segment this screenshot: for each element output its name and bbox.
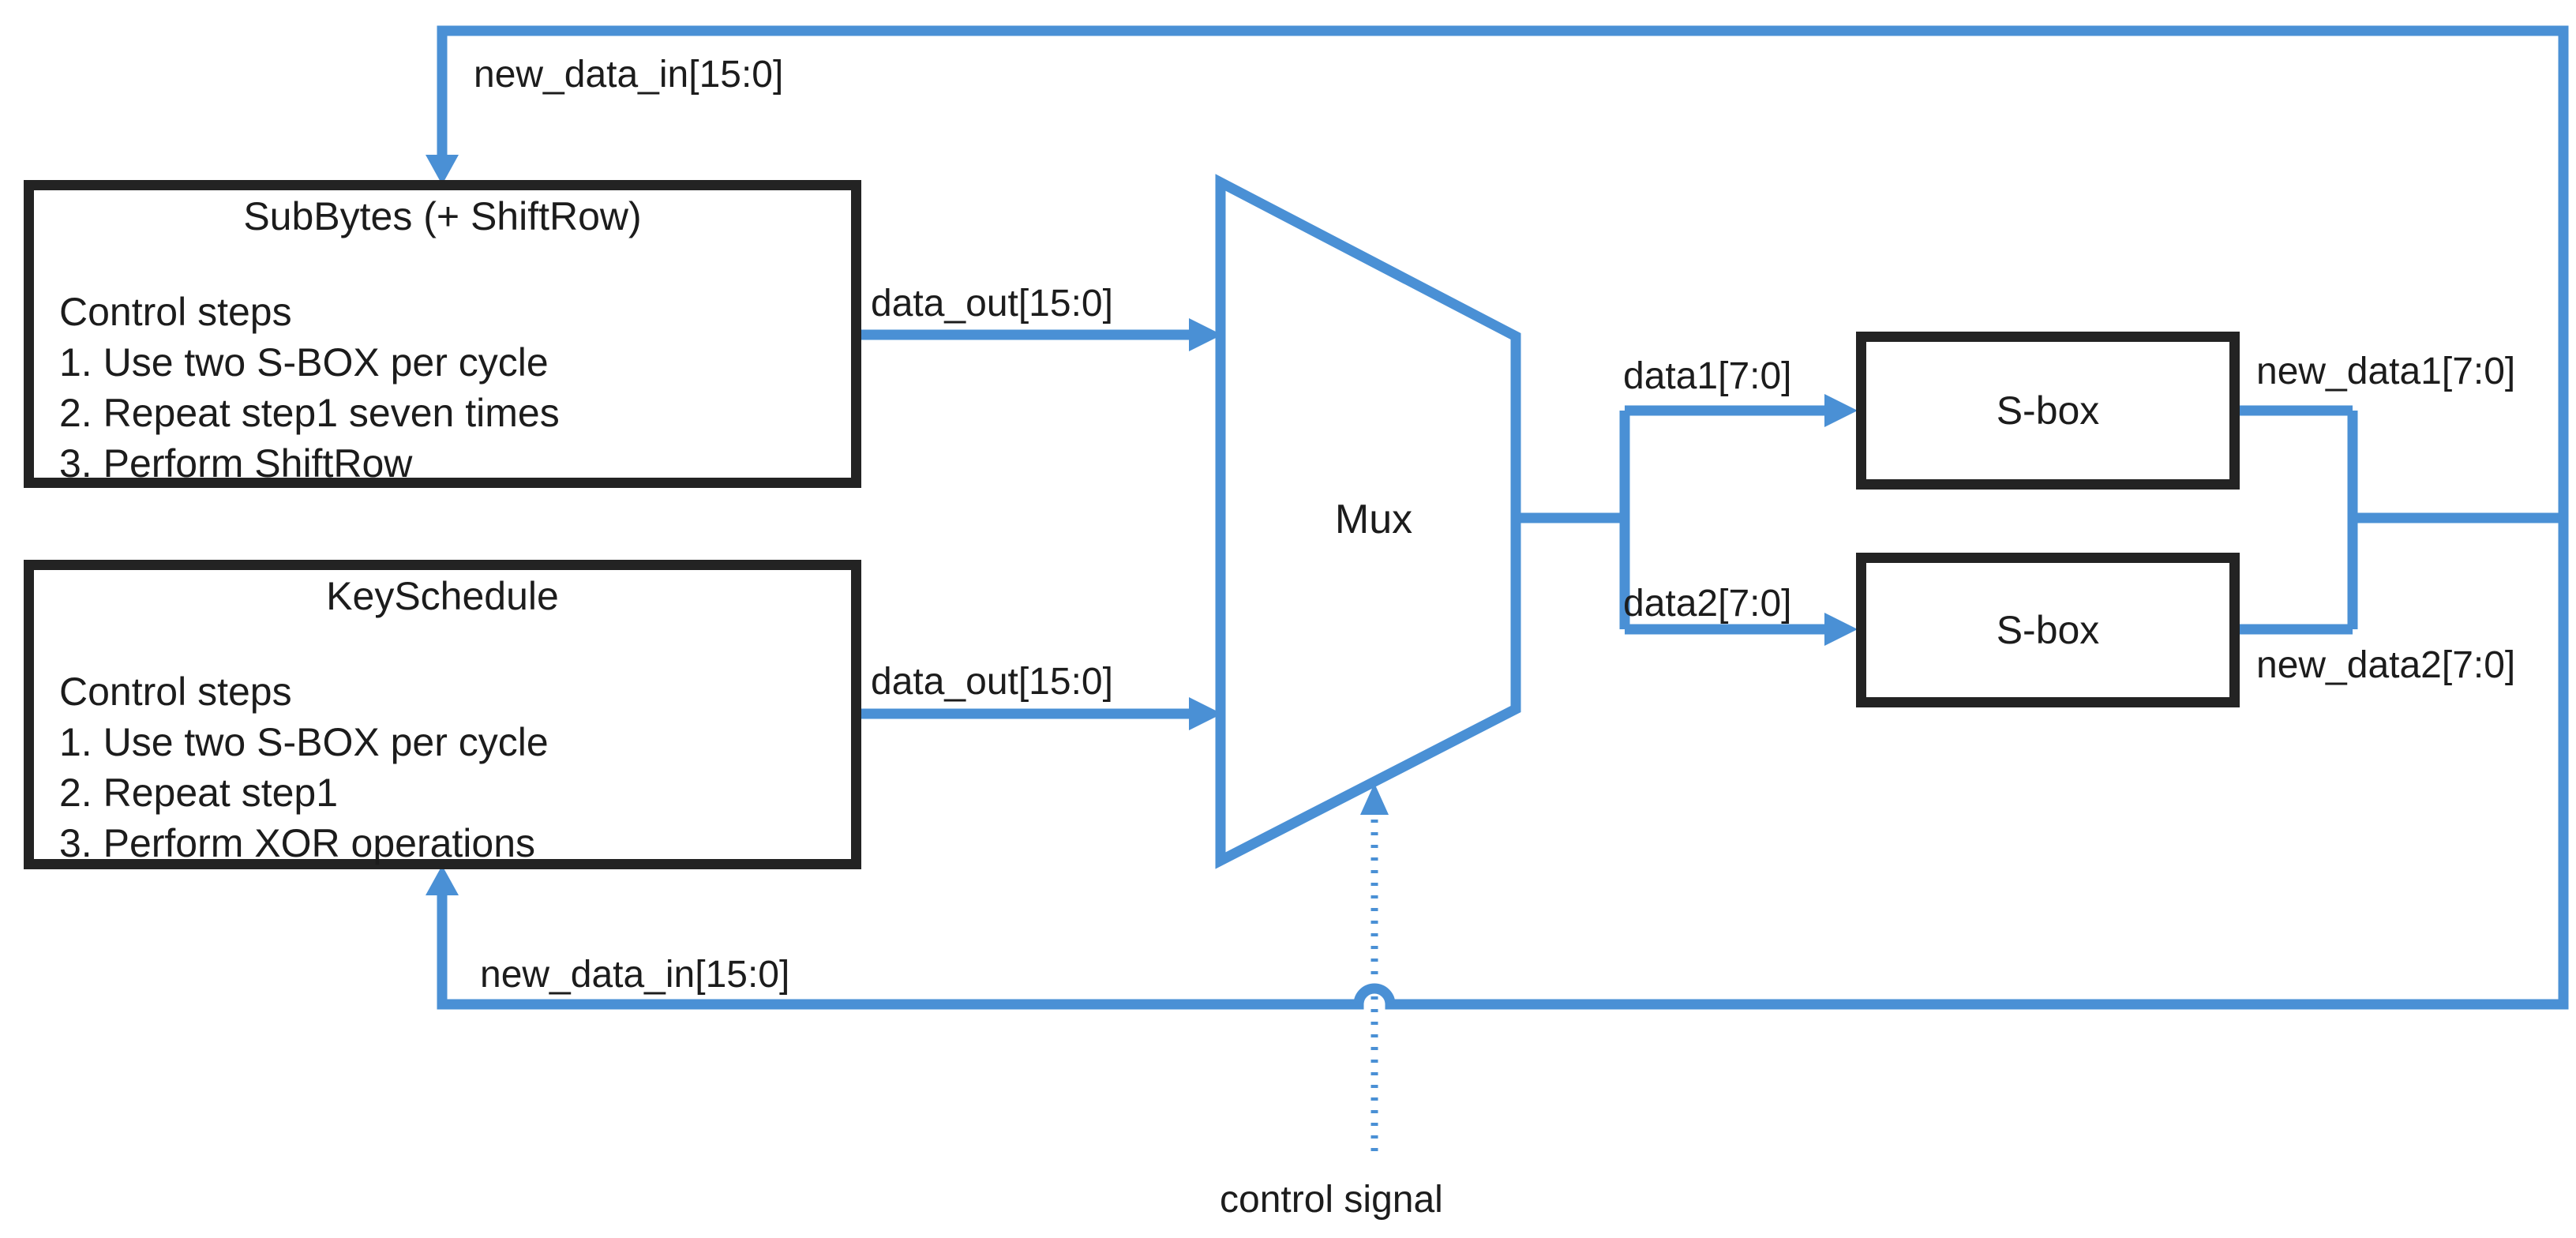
sbox-bottom-block: S-box [1856,553,2240,707]
arrowhead-control-signal [1360,783,1389,815]
keyschedule-steps: Control steps 1. Use two S-BOX per cycle… [34,666,851,868]
arrowhead-data1 [1824,394,1858,427]
feedback-loop-wire [437,25,2569,1010]
mux-shape [1215,174,1521,869]
keyschedule-step-line: 1. Use two S-BOX per cycle [59,720,549,764]
data-out-bottom-label: data_out[15:0] [871,661,1113,703]
arrowhead-data2 [1824,613,1858,646]
keyschedule-step-line: Control steps [59,670,292,714]
subbytes-steps: Control steps 1. Use two S-BOX per cycle… [34,287,851,489]
data-out-top-label: data_out[15:0] [871,283,1113,325]
new-data-in-top-label: new_data_in[15:0] [474,54,784,96]
new-data-in-bottom-label: new_data_in[15:0] [480,954,790,996]
subbytes-block: SubBytes (+ ShiftRow) Control steps 1. U… [24,180,861,488]
subbytes-step-line: 2. Repeat step1 seven times [59,391,560,435]
keyschedule-step-line: 3. Perform XOR operations [59,821,536,865]
mux-label: Mux [1334,497,1413,542]
sbox-output-wires [2240,405,2563,635]
mux-output-wires [1516,405,1831,635]
arrowhead-into-keyschedule [426,865,459,895]
data2-label: data2[7:0] [1623,583,1792,625]
arrowhead-data-out-top [1189,318,1222,351]
data1-label: data1[7:0] [1623,355,1792,397]
keyschedule-step-line: 2. Repeat step1 [59,771,339,815]
keyschedule-block: KeySchedule Control steps 1. Use two S-B… [24,560,861,869]
subbytes-title: SubBytes (+ ShiftRow) [243,194,642,238]
new-data2-label: new_data2[7:0] [2256,644,2516,686]
arrowhead-into-subbytes [426,155,459,185]
sbox-top-block: S-box [1856,332,2240,490]
arrowhead-data-out-bottom [1189,697,1222,730]
subbytes-step-line: 3. Perform ShiftRow [59,441,413,486]
subbytes-step-line: 1. Use two S-BOX per cycle [59,340,549,385]
control-signal-label: control signal [1220,1179,1443,1221]
sbox-top-label: S-box [1996,388,2100,433]
new-data1-label: new_data1[7:0] [2256,351,2516,392]
subbytes-step-line: Control steps [59,290,292,334]
keyschedule-title: KeySchedule [326,574,559,618]
sbox-bottom-label: S-box [1996,608,2100,652]
